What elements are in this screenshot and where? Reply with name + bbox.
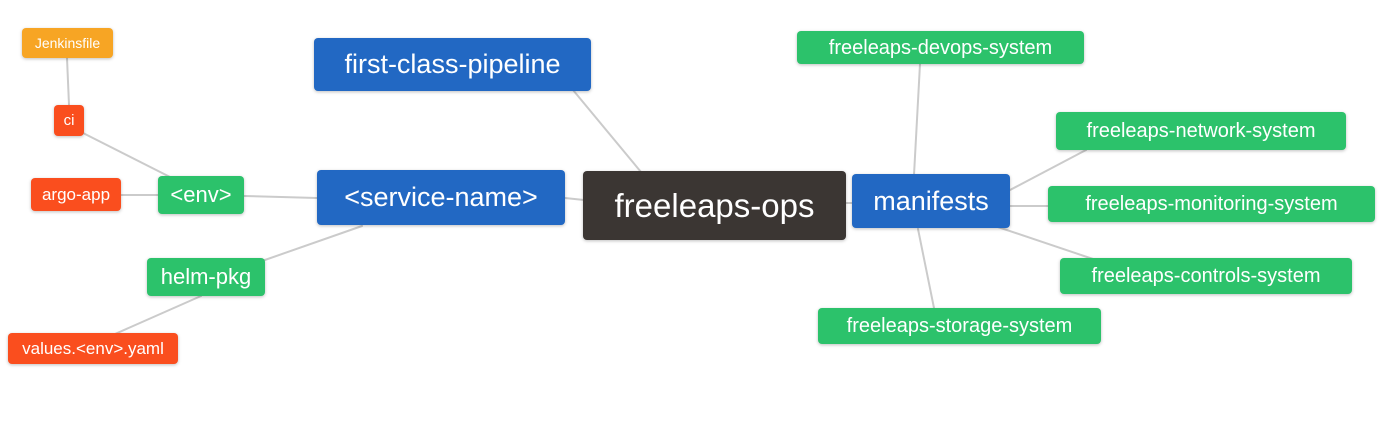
edge-manifests-network bbox=[1009, 149, 1087, 191]
node-first-class-pipeline[interactable]: first-class-pipeline bbox=[314, 38, 591, 91]
edge-manifests-controls bbox=[988, 223, 1094, 260]
node-freeleaps-controls-system[interactable]: freeleaps-controls-system bbox=[1060, 258, 1352, 294]
node-env[interactable]: <env> bbox=[158, 176, 244, 214]
node-values-env-yaml[interactable]: values.<env>.yaml bbox=[8, 333, 178, 364]
node-jenkinsfile[interactable]: Jenkinsfile bbox=[22, 28, 113, 58]
node-freeleaps-devops-system[interactable]: freeleaps-devops-system bbox=[797, 31, 1084, 64]
edge-jenkinsfile-ci bbox=[66, 57, 70, 106]
edge-service-name-root bbox=[564, 197, 585, 201]
node-freeleaps-ops[interactable]: freeleaps-ops bbox=[583, 171, 846, 240]
edge-manifests-devops bbox=[913, 63, 921, 176]
edge-helm-pkg-values bbox=[114, 295, 202, 335]
edge-env-service-name bbox=[243, 195, 318, 199]
edge-ci-env bbox=[82, 132, 173, 179]
node-freeleaps-storage-system[interactable]: freeleaps-storage-system bbox=[818, 308, 1101, 344]
node-freeleaps-monitoring-system[interactable]: freeleaps-monitoring-system bbox=[1048, 186, 1375, 222]
node-freeleaps-network-system[interactable]: freeleaps-network-system bbox=[1056, 112, 1346, 150]
node-service-name[interactable]: <service-name> bbox=[317, 170, 565, 225]
node-ci[interactable]: ci bbox=[54, 105, 84, 136]
edge-pipeline-root bbox=[572, 89, 642, 173]
edge-service-name-helm-pkg bbox=[261, 225, 363, 262]
edge-manifests-storage bbox=[917, 228, 935, 309]
node-argo-app[interactable]: argo-app bbox=[31, 178, 121, 211]
node-manifests[interactable]: manifests bbox=[852, 174, 1010, 228]
node-helm-pkg[interactable]: helm-pkg bbox=[147, 258, 265, 296]
